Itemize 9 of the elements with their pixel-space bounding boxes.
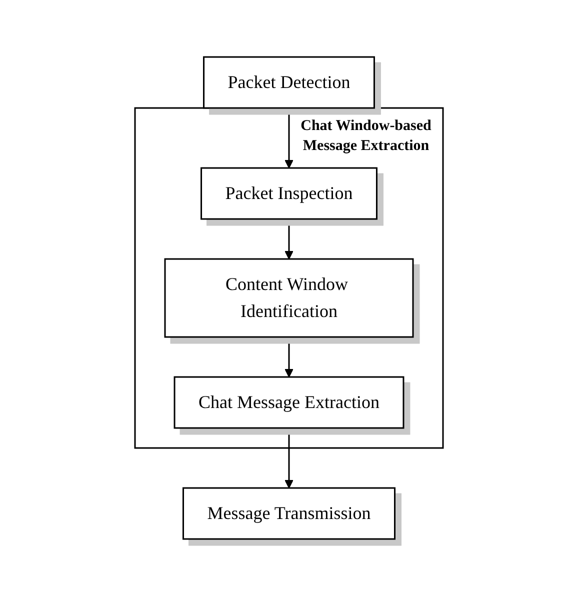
arrow <box>284 108 294 168</box>
node-box: Content Window Identification <box>164 258 414 338</box>
arrow <box>284 219 294 260</box>
node-box: Message Transmission <box>182 487 396 540</box>
node-box: Packet Inspection <box>200 167 378 220</box>
arrow <box>284 428 294 488</box>
node-box: Packet Detection <box>203 56 375 109</box>
node-box: Chat Message Extraction <box>174 376 404 429</box>
arrow <box>284 337 294 378</box>
